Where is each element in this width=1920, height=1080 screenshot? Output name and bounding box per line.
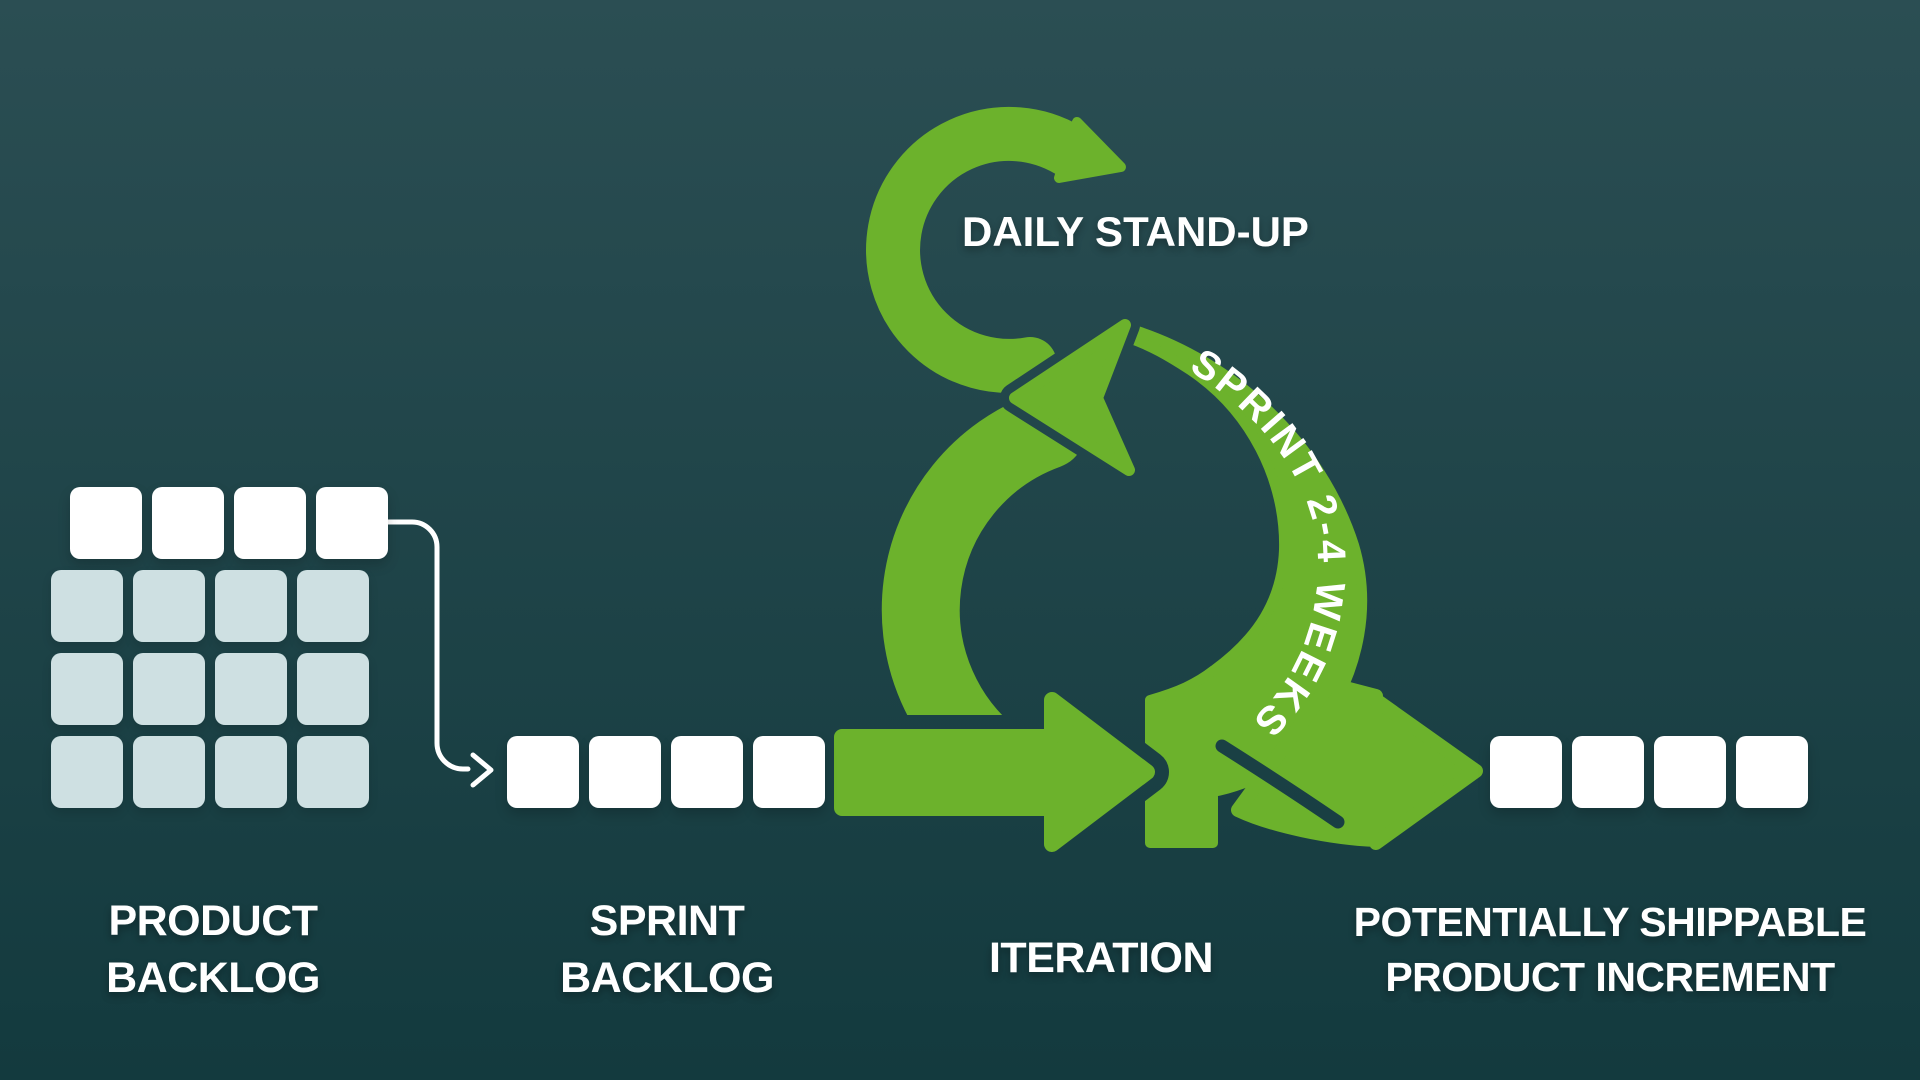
iteration-label-text: ITERATION xyxy=(988,934,1214,982)
increment-item-square xyxy=(1736,736,1808,808)
sprint-backlog-label-line2: BACKLOG xyxy=(560,954,774,1002)
increment-item-square xyxy=(1572,736,1644,808)
backlog-item-square xyxy=(51,736,123,808)
iteration-label: ITERATION xyxy=(901,930,1301,987)
sprint-item-square xyxy=(753,736,825,808)
backlog-item-square xyxy=(215,570,287,642)
sprint-backlog-label-line1: SPRINT xyxy=(589,897,745,945)
daily-standup-label: DAILY STAND-UP xyxy=(962,208,1309,255)
increment-item-square xyxy=(1654,736,1726,808)
product-backlog-label-line2: BACKLOG xyxy=(106,954,320,1002)
increment-arrow-gap-sliver xyxy=(1215,739,1345,829)
backlog-item-square xyxy=(297,570,369,642)
sprint-backlog-label: SPRINT BACKLOG xyxy=(467,893,867,1007)
increment-item-square xyxy=(1490,736,1562,808)
backlog-item-square xyxy=(215,736,287,808)
backlog-item-square xyxy=(133,736,205,808)
backlog-item-square xyxy=(51,570,123,642)
backlog-item-square xyxy=(51,653,123,725)
backlog-item-square xyxy=(70,487,142,559)
backlog-item-square xyxy=(133,653,205,725)
product-backlog-label: PRODUCT BACKLOG xyxy=(13,893,413,1007)
sprint-item-square xyxy=(589,736,661,808)
daily-standup-arrowhead-icon xyxy=(1054,117,1126,183)
backlog-item-square xyxy=(133,570,205,642)
product-backlog-label-line1: PRODUCT xyxy=(108,897,318,945)
backlog-connector-arrowhead-icon xyxy=(470,752,494,788)
ring-chevron-arrowhead-icon xyxy=(1009,319,1135,476)
backlog-item-square xyxy=(215,653,287,725)
backlog-item-square xyxy=(316,487,388,559)
sprint-item-square xyxy=(507,736,579,808)
increment-label-line1: POTENTIALLY SHIPPABLE xyxy=(1353,899,1867,945)
sprint-item-square xyxy=(671,736,743,808)
backlog-item-square xyxy=(297,736,369,808)
backlog-item-square xyxy=(234,487,306,559)
increment-arrow xyxy=(1231,677,1483,850)
sprint-arrow xyxy=(834,692,1155,852)
increment-label: POTENTIALLY SHIPPABLE PRODUCT INCREMENT xyxy=(1310,895,1910,1005)
backlog-item-square xyxy=(152,487,224,559)
daily-standup-loop xyxy=(866,106,1095,393)
increment-label-line2: PRODUCT INCREMENT xyxy=(1385,954,1835,1000)
backlog-connector-line xyxy=(385,519,471,772)
backlog-item-square xyxy=(297,653,369,725)
